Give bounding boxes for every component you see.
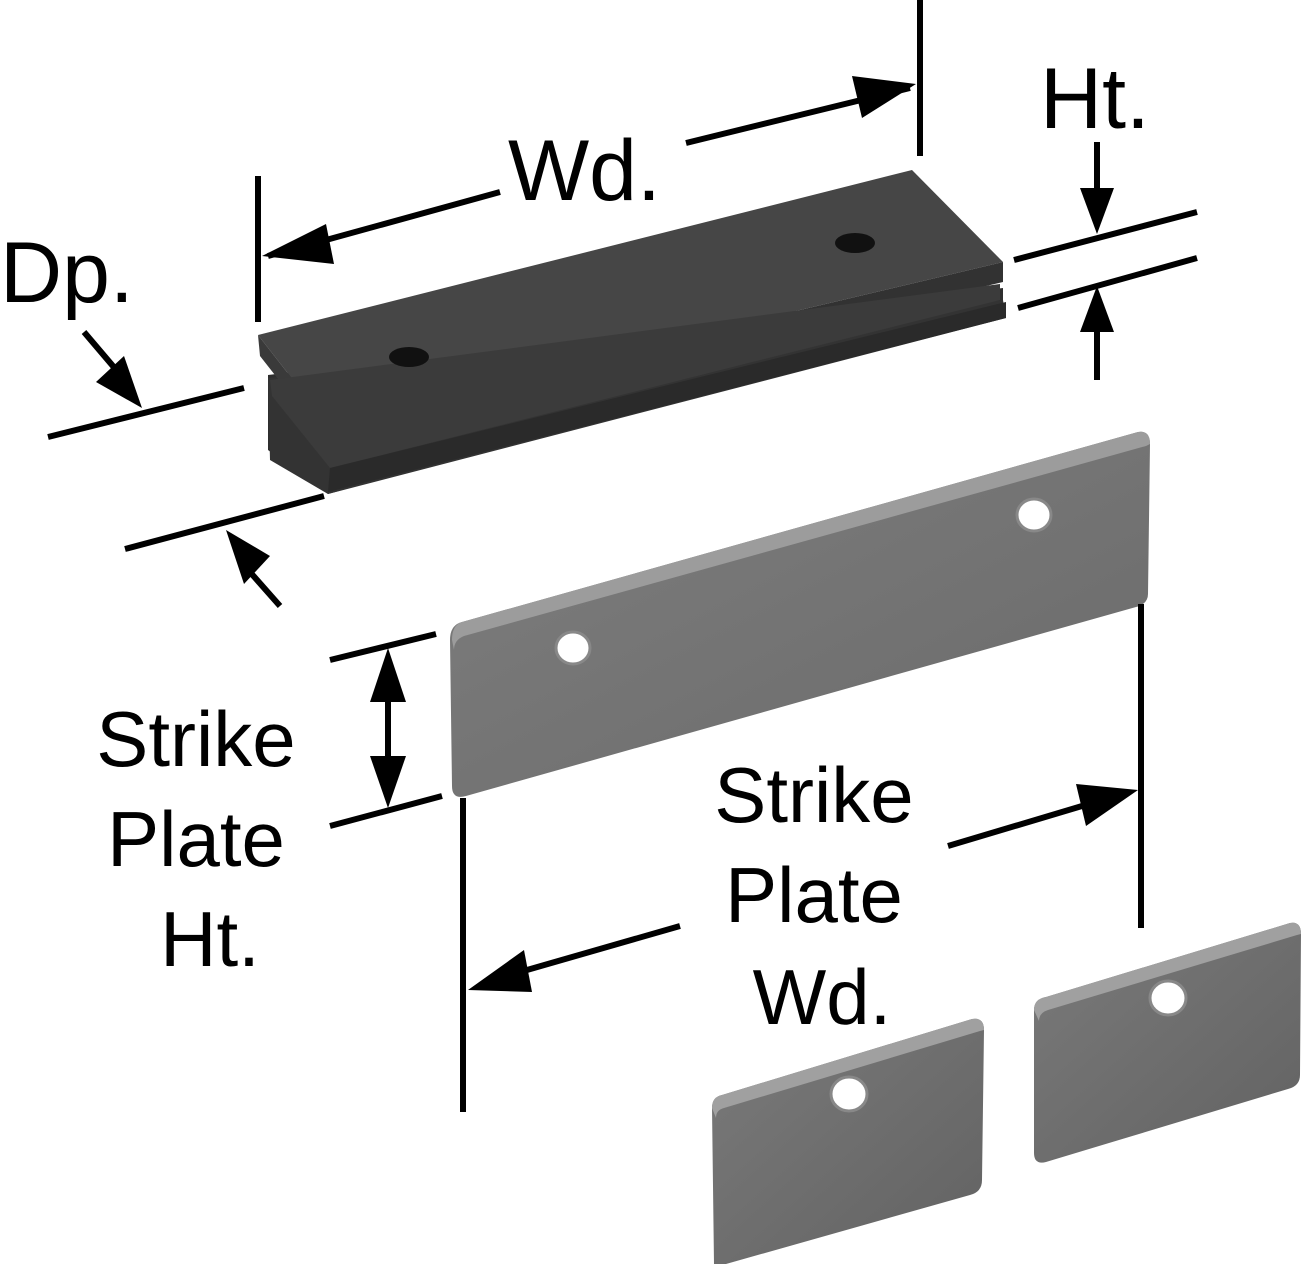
dimension-lines	[47, 0, 1198, 1112]
dp-extension-top	[47, 385, 245, 440]
wd-arrow-right-icon	[852, 76, 916, 118]
dp-arrow-top-shaft	[81, 330, 121, 374]
sp-wd-line-1: Strike	[714, 751, 913, 839]
mounting-hole-icon	[389, 347, 429, 367]
magnet-assembly	[258, 170, 1006, 494]
ht-extension-bottom	[1017, 255, 1198, 311]
dp-arrow-up-icon	[226, 530, 270, 584]
plate-hole-icon	[554, 630, 592, 666]
long-strike-plate	[450, 431, 1150, 797]
ht-arrow-up-icon	[1080, 286, 1114, 332]
strike-plate-ht-label: Strike Plate Ht.	[96, 695, 295, 983]
small-plate-right-face	[1034, 922, 1301, 1163]
magnet-lower-step	[270, 284, 1000, 468]
sp-wd-dim-line-left	[519, 923, 681, 975]
dp-arrow-bottom-shaft	[247, 570, 283, 608]
small-plate-left-face	[712, 1018, 984, 1264]
dp-extension-bottom	[124, 493, 325, 552]
magnet-lower-front	[328, 302, 1006, 492]
ht-extension-top	[1013, 209, 1198, 263]
sp-wd-arrow-left-icon	[468, 950, 532, 992]
dp-arrow-down-icon	[96, 356, 142, 408]
sp-ht-extension-top	[329, 631, 437, 663]
arrow-heads	[96, 76, 1138, 992]
sp-wd-line-3: Wd.	[753, 953, 892, 1041]
sp-wd-line-2: Plate	[725, 851, 903, 939]
plate-hole-icon	[1148, 979, 1188, 1017]
small-plate-right-edge	[1034, 922, 1301, 1021]
long-strike-plate-edge	[452, 431, 1150, 650]
sp-ht-extension-bottom	[329, 793, 443, 829]
plate-hole-icon	[1015, 497, 1053, 533]
sp-ht-arrow-up-icon	[370, 648, 406, 702]
sp-ht-line-3: Ht.	[160, 895, 260, 983]
ht-arrow-down-icon	[1080, 188, 1114, 234]
long-strike-plate-face	[450, 431, 1150, 797]
sp-ht-arrow-down-icon	[370, 756, 406, 808]
sp-wd-arrow-right-icon	[1076, 784, 1138, 826]
strike-plate-wd-label: Strike Plate Wd.	[714, 751, 913, 1041]
sp-ht-line-1: Strike	[96, 695, 295, 783]
mounting-hole-icon	[835, 233, 875, 253]
small-strike-plate-left	[712, 1018, 984, 1264]
ht-label: Ht.	[1040, 51, 1150, 147]
wd-label: Wd.	[508, 123, 661, 219]
small-strike-plate-right	[1034, 922, 1301, 1163]
sp-ht-line-2: Plate	[107, 795, 285, 883]
wd-arrow-left-icon	[262, 224, 334, 264]
dp-label: Dp.	[0, 225, 134, 321]
plate-hole-icon	[829, 1075, 869, 1113]
small-plate-left-edge	[712, 1018, 984, 1118]
sp-wd-dim-line-right	[947, 803, 1083, 849]
